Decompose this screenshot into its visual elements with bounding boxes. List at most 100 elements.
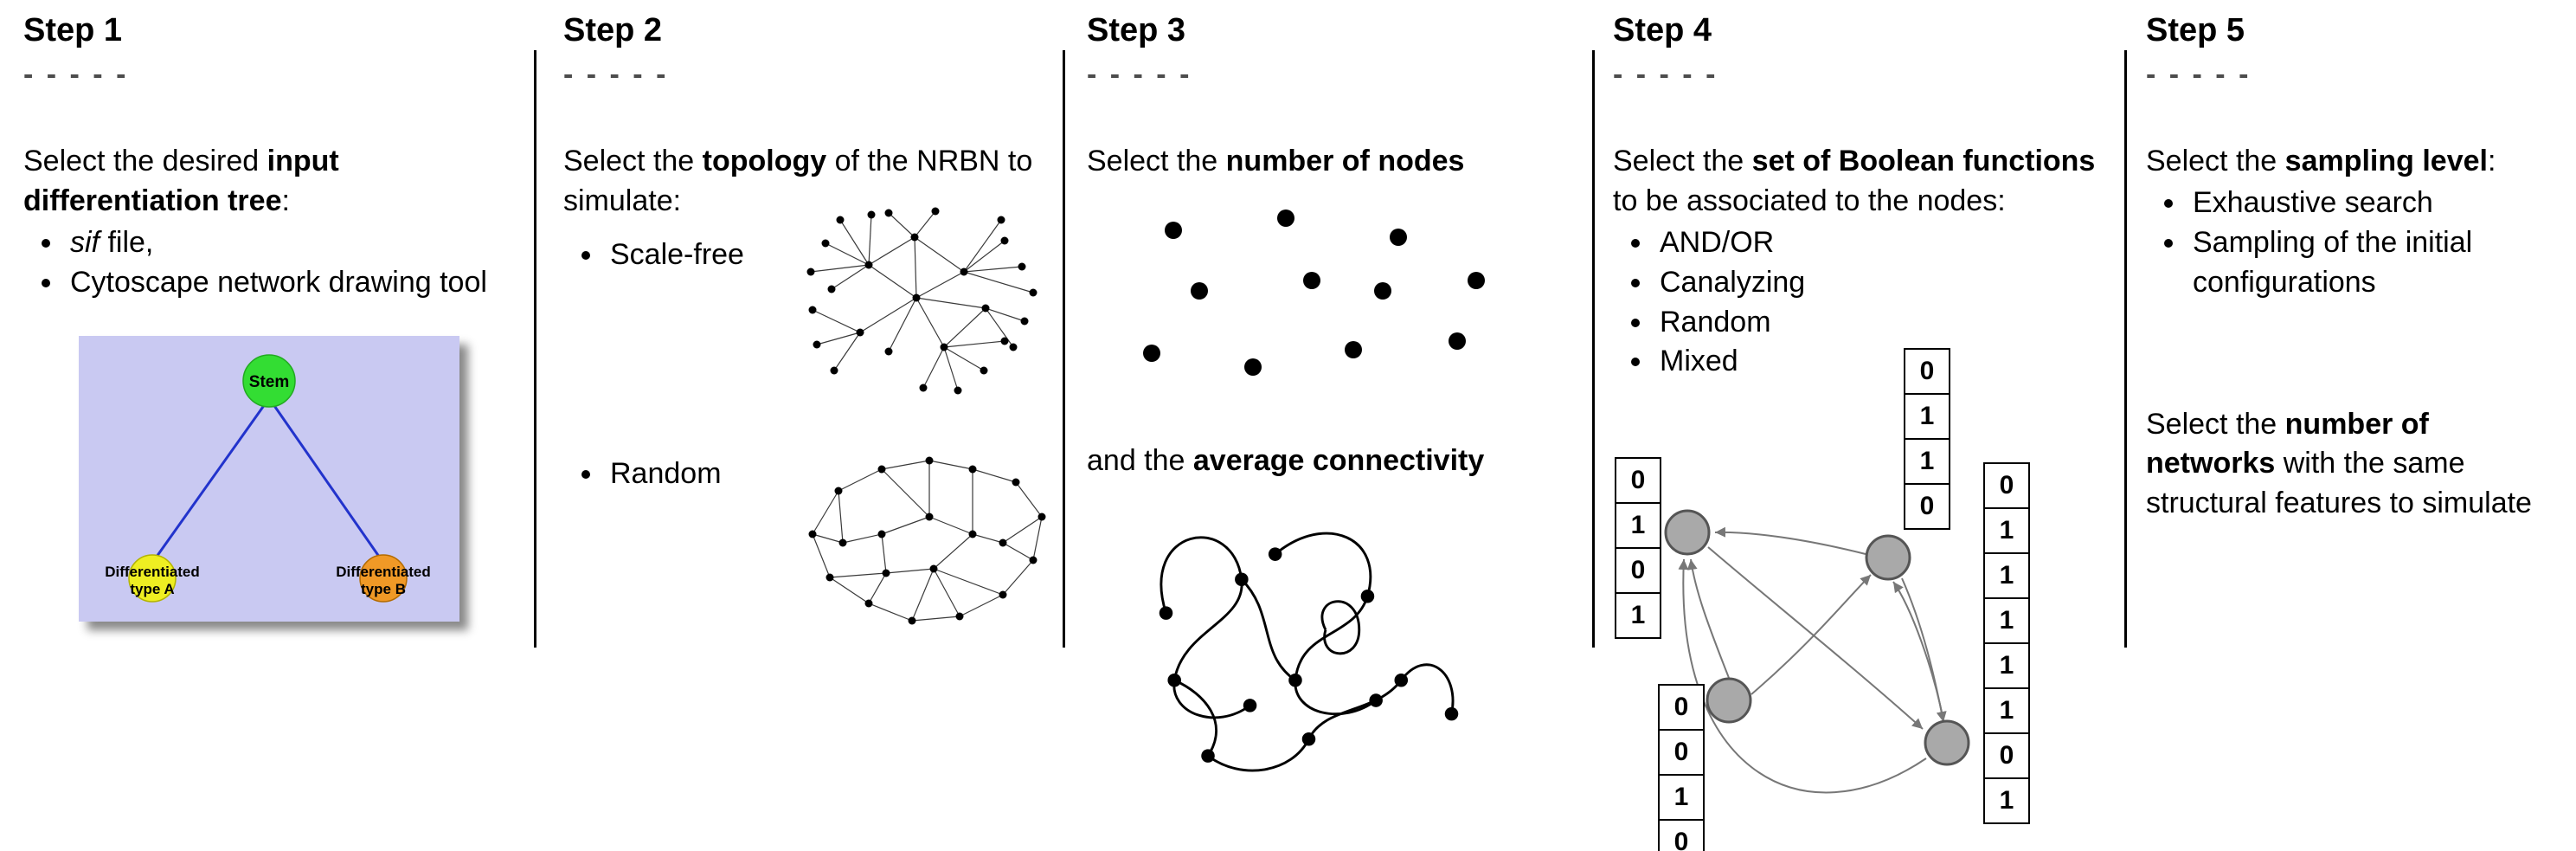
- step-4-intro-post: to be associated to the nodes:: [1613, 184, 2006, 217]
- step-2-intro-post: of the NRBN to simulate:: [563, 145, 1033, 217]
- tree-edge-b: [267, 396, 385, 564]
- step-2-intro: Select the topology of the NRBN to simul…: [563, 142, 1048, 222]
- column-divider: [1592, 50, 1595, 648]
- step-4-bullet-mixed: Mixed: [1654, 342, 2110, 382]
- scale-free-row: Scale-free: [563, 207, 1048, 408]
- truth-table-cell: 1: [1615, 592, 1661, 639]
- step-5-sampling-post: :: [2487, 145, 2496, 177]
- step-4-intro-bold: set of Boolean functions: [1751, 145, 2096, 177]
- truth-table-cell: 0: [1658, 729, 1705, 776]
- step-1-dashes: - - - - -: [23, 58, 129, 91]
- step-5-title: Step 5: [2146, 12, 2245, 48]
- scale-free-network-graphic: [806, 207, 1037, 395]
- step-3-line1-bold: number of nodes: [1225, 145, 1465, 177]
- step-3-line2-bold: average connectivity: [1192, 443, 1485, 477]
- step-3-dashes: - - - - -: [1087, 58, 1192, 91]
- step-5-networks-post: with the same structural features to sim…: [2146, 447, 2532, 520]
- sif-italic: sif: [70, 225, 100, 259]
- bn-node-3: [1706, 677, 1752, 724]
- boolean-network-svg: [1664, 509, 1970, 794]
- truth-table-cell: 1: [1615, 502, 1661, 549]
- truth-table-cell: 1: [1983, 597, 2030, 644]
- step-2-bullet-scale-free: Scale-free: [605, 235, 787, 275]
- step-5-bullet-list: Exhaustive search Sampling of the initia…: [2146, 184, 2566, 303]
- truth-table-cell: 1: [1983, 642, 2030, 689]
- stem-node-label: Stem: [249, 373, 289, 391]
- step-1-intro-pre: Select the desired: [23, 145, 267, 177]
- step-2-bullet-random: Random: [605, 455, 787, 494]
- step-2-intro-bold: topology: [702, 145, 827, 177]
- step-5-bullet-exhaustive: Exhaustive search: [2187, 184, 2566, 223]
- truth-table-cell: 0: [1615, 547, 1661, 594]
- truth-table-cell: 1: [1983, 507, 2030, 554]
- step-5-sampling-pre: Select the: [2146, 145, 2285, 177]
- step-4-bullet-andor: AND/OR: [1654, 223, 2110, 263]
- step-4-bullet-canalyzing: Canalyzing: [1654, 263, 2110, 303]
- truth-table-cell: 0: [1904, 348, 1950, 395]
- step-5-bullet-sampling: Sampling of the initial configurations: [2187, 223, 2566, 303]
- column-divider: [2124, 50, 2127, 648]
- column-divider: [1063, 50, 1065, 648]
- step-1-column: Step 1 - - - - - Select the desired inpu…: [23, 12, 508, 843]
- bn-node-2: [1865, 534, 1911, 581]
- truth-table-right: 0 1 1 1 1 1 0 1: [1983, 462, 2030, 824]
- step-4-intro: Select the set of Boolean functions to b…: [1613, 142, 2110, 222]
- step-4-intro-pre: Select the: [1613, 145, 1752, 177]
- step-2-dashes: - - - - -: [563, 58, 669, 91]
- truth-table-bottom-left: 0 0 1 0: [1658, 684, 1705, 851]
- step-2-title: Step 2: [563, 12, 663, 48]
- truth-table-cell: 1: [1904, 438, 1950, 485]
- truth-table-cell: 0: [1658, 684, 1705, 731]
- step-1-bullet-list: sif file, Cytoscape network drawing tool: [23, 223, 508, 303]
- differentiated-type-a-node: [128, 553, 177, 603]
- differentiation-tree-svg: Stem Differentiated type A Differentiate…: [79, 335, 459, 622]
- step-1-intro-post: :: [281, 184, 290, 217]
- truth-table-cell: 1: [1983, 687, 2030, 734]
- step-3-line2: and the average connectivity: [1087, 442, 1580, 481]
- step-3-line1-pre: Select the: [1087, 145, 1226, 177]
- step-4-column: Step 4 - - - - - Select the set of Boole…: [1613, 12, 2110, 851]
- differentiation-tree-figure: Stem Differentiated type A Differentiate…: [79, 335, 459, 622]
- step-1-intro: Select the desired input differentiation…: [23, 142, 508, 222]
- type-b-label-line1: Differentiated: [336, 564, 431, 580]
- step-3-line2-pre: and the: [1087, 443, 1193, 477]
- sif-rest: file,: [100, 225, 154, 259]
- step-5-networks-pre: Select the: [2146, 407, 2285, 441]
- nodes-scatter-graphic: [1143, 209, 1485, 376]
- bn-node-4: [1924, 719, 1970, 766]
- bn-node-1: [1664, 509, 1711, 556]
- step-5-dashes: - - - - -: [2146, 58, 2252, 91]
- truth-table-cell: 0: [1615, 457, 1661, 504]
- tree-edge-a: [151, 396, 271, 564]
- truth-table-cell: 1: [1983, 552, 2030, 599]
- step-4-title: Step 4: [1613, 12, 1712, 48]
- step-5-networks-bold: number of networks: [2146, 407, 2429, 480]
- step-5-sampling-bold: sampling level: [2284, 145, 2488, 177]
- truth-table-cell: 1: [1658, 774, 1705, 821]
- step-1-title: Step 1: [23, 12, 123, 48]
- boolean-network-graphic: 0 1 0 1 0 1 1 0 0 0 1 0 0 1 1 1: [1613, 332, 2110, 851]
- random-row: Random: [563, 453, 1048, 647]
- step-5-networks: Select the number of networks with the s…: [2146, 405, 2566, 525]
- step-3-column: Step 3 - - - - - Select the number of no…: [1087, 12, 1580, 843]
- truth-table-left: 0 1 0 1: [1615, 457, 1661, 639]
- truth-table-cell: 0: [1658, 819, 1705, 851]
- step-1-bullet-sif: sif file,: [65, 223, 508, 263]
- truth-table-top: 0 1 1 0: [1904, 348, 1950, 530]
- step-1-intro-bold: input differentiation tree: [23, 145, 339, 217]
- step-5-sampling: Select the sampling level:: [2146, 142, 2566, 182]
- step-2-column: Step 2 - - - - - Select the topology of …: [563, 12, 1048, 843]
- connectivity-graphic: [1159, 532, 1459, 772]
- column-divider: [534, 50, 536, 648]
- type-a-label-line1: Differentiated: [105, 564, 200, 580]
- truth-table-cell: 1: [1983, 777, 2030, 824]
- step-4-dashes: - - - - -: [1613, 58, 1718, 91]
- step-1-bullet-cytoscape: Cytoscape network drawing tool: [65, 263, 508, 303]
- step-3-line1: Select the number of nodes: [1087, 142, 1580, 182]
- truth-table-cell: 0: [1904, 483, 1950, 530]
- step-2-bullet-list-1: Scale-free: [563, 235, 787, 275]
- truth-table-cell: 0: [1983, 462, 2030, 509]
- step-2-bullet-list-2: Random: [563, 455, 787, 494]
- type-a-label-line2: type A: [130, 581, 174, 597]
